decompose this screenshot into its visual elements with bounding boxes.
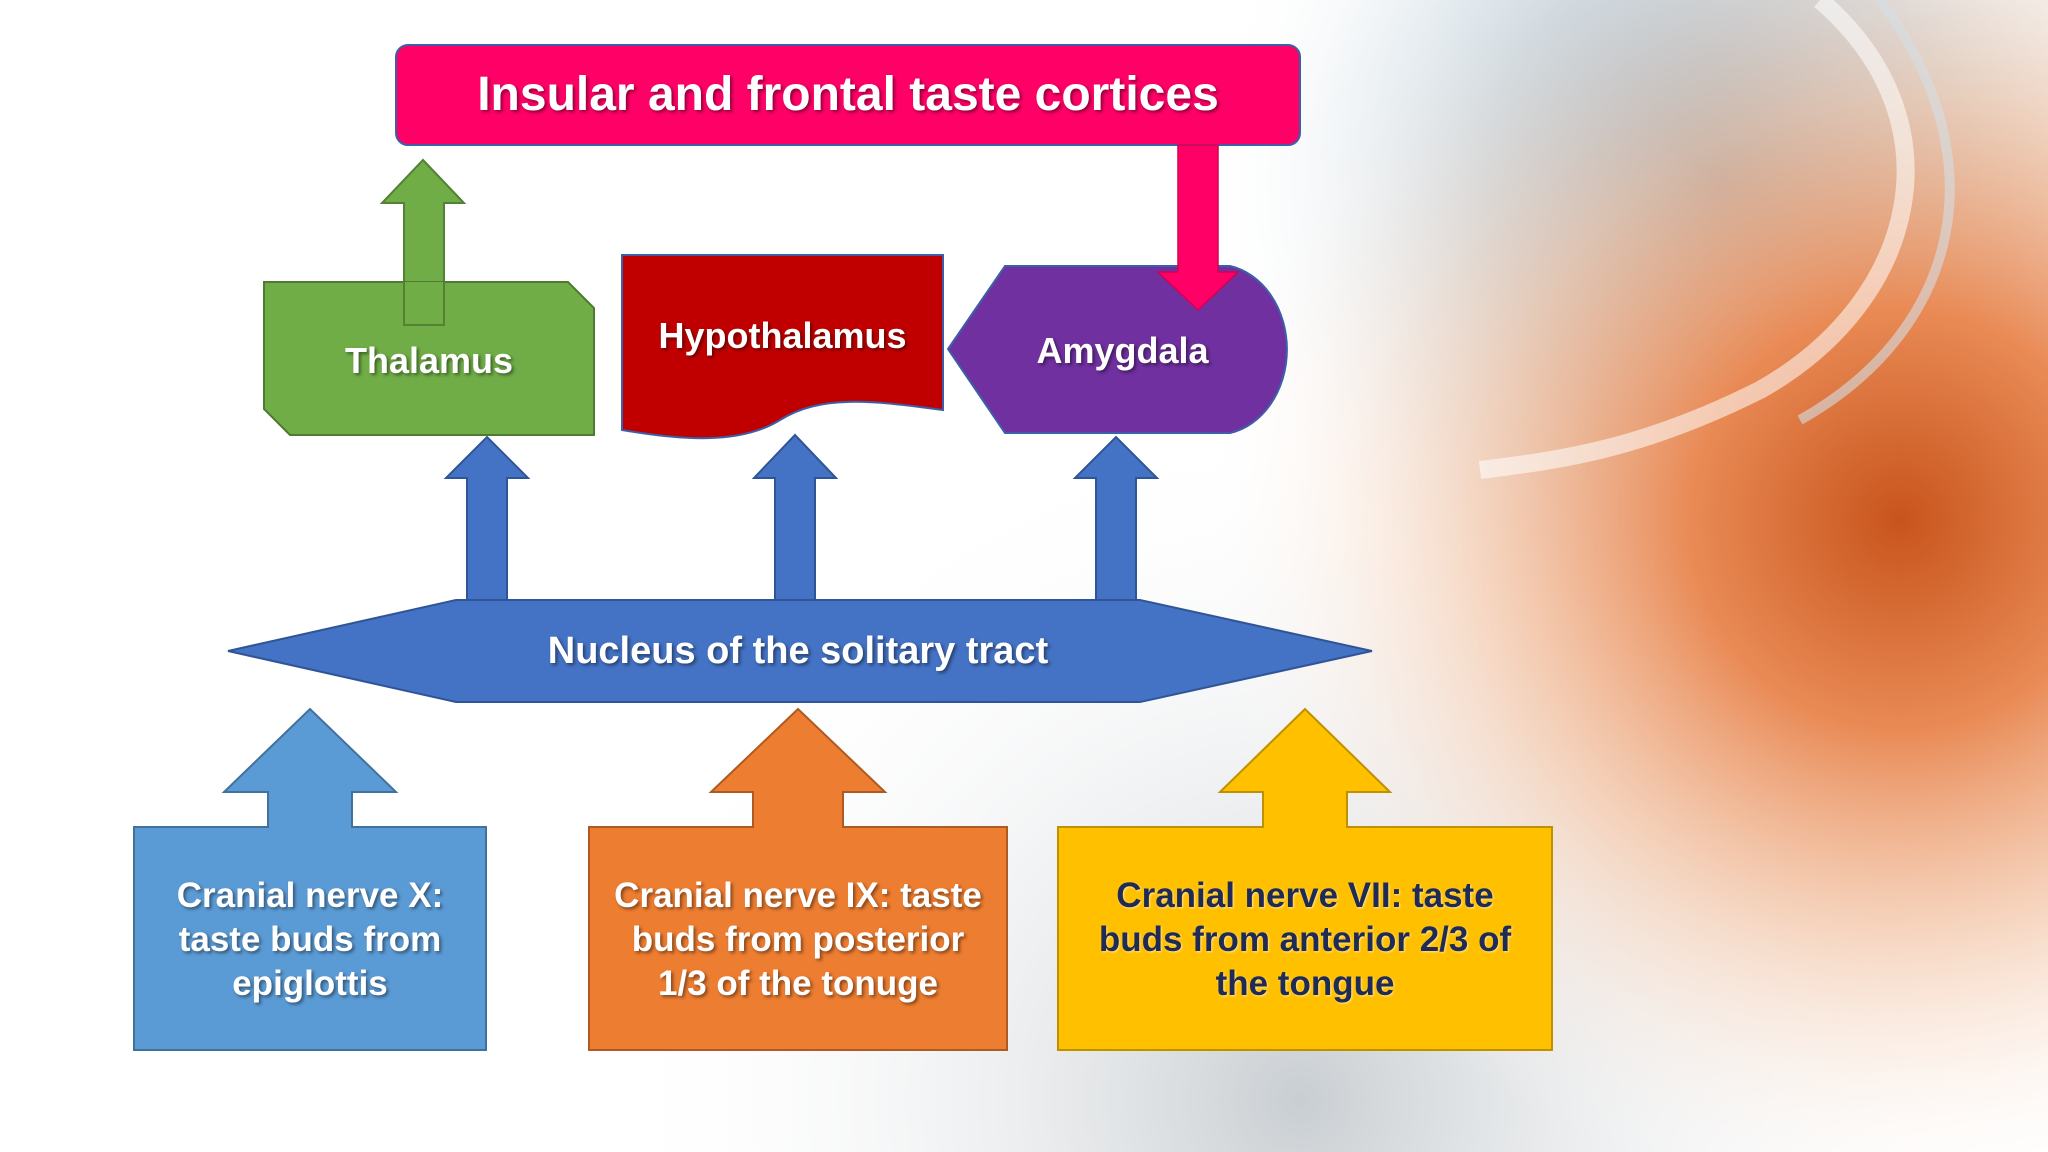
nucleus-to-thalamus-arrow xyxy=(443,435,531,606)
nucleus-to-hypothalamus-arrow xyxy=(751,433,839,606)
nucleus-label: Nucleus of the solitary tract xyxy=(547,630,1049,673)
hypothalamus-box xyxy=(621,254,944,440)
cn-ix-box xyxy=(588,707,1008,1051)
cortices-label: Insular and frontal taste cortices xyxy=(477,68,1219,121)
hypothalamus-label: Hypothalamus xyxy=(658,314,907,356)
cortices-box xyxy=(395,44,1301,146)
amygdala-box xyxy=(946,265,1288,434)
thalamus-box xyxy=(263,281,595,436)
cn-vii-box xyxy=(1057,707,1553,1051)
thalamus-label: Thalamus xyxy=(344,339,514,381)
cortex-to-amygdala-arrow xyxy=(1156,144,1240,312)
cn-x-box xyxy=(133,707,487,1051)
amygdala-label: Amygdala xyxy=(1036,329,1209,371)
nucleus-box xyxy=(227,599,1373,703)
cn-vii-label: Cranial nerve VII: taste buds from anter… xyxy=(1098,876,1512,1003)
nucleus-to-amygdala-arrow xyxy=(1072,435,1160,606)
cn-x-label: Cranial nerve X: taste buds from epiglot… xyxy=(176,876,444,1003)
cn-ix-label: Cranial nerve IX: taste buds from poster… xyxy=(614,876,982,1003)
